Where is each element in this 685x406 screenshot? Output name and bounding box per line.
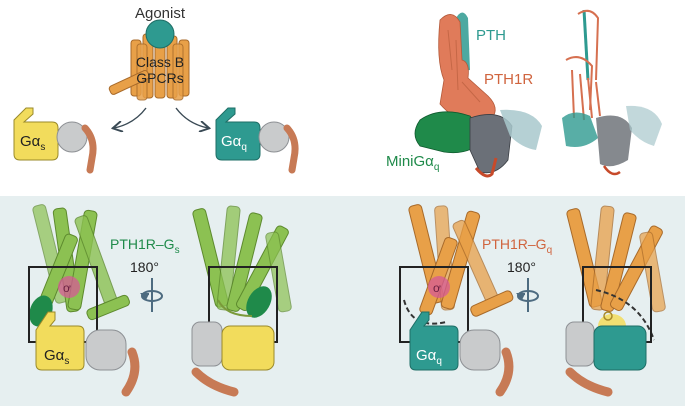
- gbeta-subunit: [85, 329, 127, 371]
- gs-protein: Gαs: [13, 107, 97, 174]
- gq-protein: Gαq: [215, 107, 299, 174]
- gs-alpha5-helix: [246, 286, 272, 318]
- gs-view-back: [191, 205, 292, 397]
- gs-alpha-subunit: [221, 325, 275, 371]
- rotation-label: 180°: [507, 259, 536, 275]
- complex-label: PTH1R–Gs: [110, 236, 180, 256]
- ggamma-subunit: [565, 367, 613, 397]
- residue-glyph: ơ: [433, 281, 441, 295]
- ggamma-subunit: [121, 347, 140, 397]
- gs-label: Gαs: [20, 133, 45, 153]
- ggamma-subunit: [495, 347, 514, 397]
- gq-alpha-subunit: [409, 311, 459, 371]
- gs-alpha-subunit: [35, 311, 85, 371]
- gq-alpha-subunit: [593, 325, 647, 371]
- interaction-site: [58, 276, 80, 298]
- gpcr-helix-bundle: [108, 33, 190, 101]
- cryo-em-density-map: PTH PTH1R MiniGαq: [386, 12, 542, 178]
- density-texture: [447, 29, 481, 103]
- g-alpha-label: Gαq: [416, 347, 442, 367]
- arrow-to-gq: [175, 107, 208, 128]
- interaction-site: [428, 276, 450, 298]
- rotation-label: 180°: [130, 259, 159, 275]
- schematic-class-b-gpcr: Agonist Class B GPCRs Gαs Gαq: [13, 5, 299, 174]
- pth1r-gq-complex: ơ Gαq PTH1R–Gq 180°: [399, 204, 666, 397]
- nanobody-density: [500, 109, 542, 150]
- receptor-label-line2: GPCRs: [136, 70, 183, 86]
- atomic-model-ribbon: [562, 9, 662, 176]
- rotate-icon: [516, 278, 539, 312]
- pth-label: PTH: [476, 27, 506, 44]
- pth1r-gs-complex: ơ Gαs PTH1R–Gs 180°: [28, 204, 292, 397]
- gbeta-subunit: [191, 321, 223, 367]
- arrow-to-gs: [114, 107, 147, 128]
- ggamma-density: [474, 157, 498, 178]
- ggamma-subunit: [191, 367, 239, 397]
- gq-view-back: [565, 205, 666, 397]
- gbeta-subunit: [565, 321, 595, 367]
- residue-glyph: [603, 311, 613, 321]
- g-alpha-label: Gαs: [44, 347, 69, 367]
- residue-glyph: ơ: [63, 281, 71, 295]
- g-gamma-subunit: [283, 124, 299, 174]
- gbeta-density: [469, 114, 513, 174]
- receptor-label-line1: Class B: [136, 54, 184, 70]
- pth1r-density: [438, 14, 496, 125]
- rotate-icon: [140, 278, 163, 312]
- gbeta-subunit: [459, 329, 501, 371]
- pth1r-label: PTH1R: [484, 71, 533, 88]
- g-gamma-subunit: [81, 124, 97, 174]
- gs-view-front: ơ Gαs: [28, 204, 140, 397]
- agonist-label: Agonist: [135, 5, 186, 22]
- gq-view-front: ơ Gαq: [399, 204, 514, 397]
- minigq-label: MiniGαq: [386, 153, 439, 173]
- complex-label: PTH1R–Gq: [482, 236, 552, 256]
- loop: [217, 299, 253, 317]
- gq-label: Gαq: [221, 133, 247, 153]
- minigq-density: [414, 111, 487, 154]
- agonist-ligand: [145, 19, 175, 49]
